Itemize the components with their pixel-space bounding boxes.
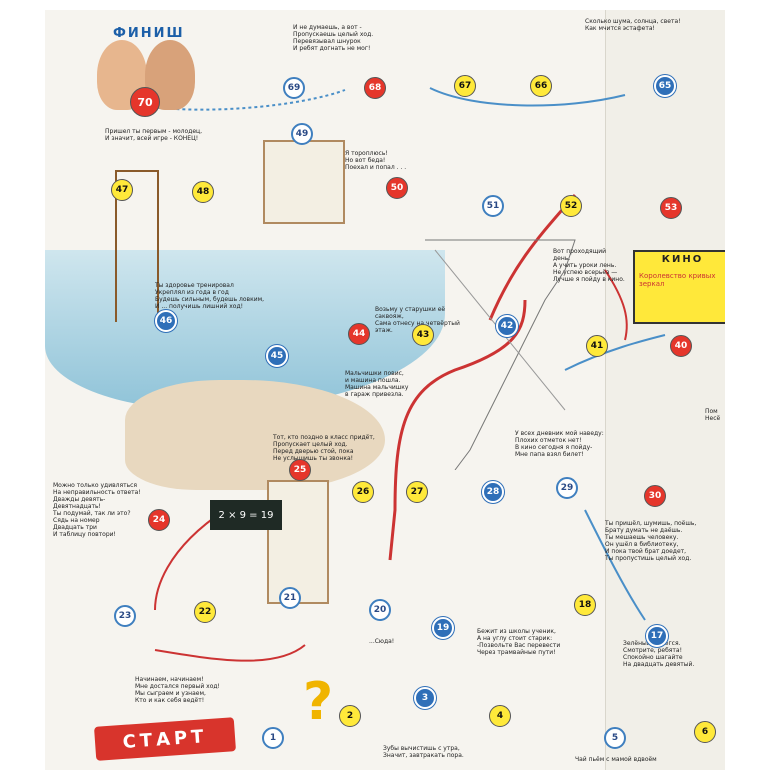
space-69[interactable]: 69 <box>283 77 305 99</box>
space-20[interactable]: 20 <box>369 599 391 621</box>
space-24[interactable]: 24 <box>148 509 170 531</box>
verse-70: Пришел ты первым - молодец, И значит, вс… <box>105 128 203 142</box>
verse-25: Тот, кто поздно в класс придёт, Пропуска… <box>273 434 375 462</box>
space-49[interactable]: 49 <box>291 123 313 145</box>
verse-43: Возьму у старушки её саквояж, Сама отнес… <box>375 306 460 334</box>
verse-30: Ты пришёл, шумишь, поёшь, Брату думать н… <box>605 520 697 562</box>
space-44[interactable]: 44 <box>348 323 370 345</box>
verse-44: Мальчишки повис, и машина пошла. Машина … <box>345 370 409 398</box>
space-26[interactable]: 26 <box>352 481 374 503</box>
classroom-door-illustration <box>267 480 329 604</box>
space-29[interactable]: 29 <box>556 477 578 499</box>
space-51[interactable]: 51 <box>482 195 504 217</box>
verse-47: Ты здоровье тренировал Укреплял из года … <box>155 282 265 310</box>
space-18[interactable]: 18 <box>574 594 596 616</box>
verse-1: Начинаем, начинаем! Мне достался первый … <box>135 676 220 704</box>
finish-title: ФИНИШ <box>113 26 185 41</box>
space-50[interactable]: 50 <box>386 177 408 199</box>
space-43[interactable]: 43 <box>412 324 434 346</box>
verse-28: У всех дневник мой наведу: Плохих отмето… <box>515 430 604 458</box>
elevator-door-illustration <box>263 140 345 224</box>
space-21[interactable]: 21 <box>279 587 301 609</box>
space-41[interactable]: 41 <box>586 335 608 357</box>
space-42[interactable]: 42 <box>496 315 518 337</box>
blackboard-equation: 2 × 9 = 19 <box>210 500 282 530</box>
space-17[interactable]: 17 <box>646 625 668 647</box>
space-22[interactable]: 22 <box>194 601 216 623</box>
space-66[interactable]: 66 <box>530 75 552 97</box>
cinema-poster-title: Королевство кривых зеркал <box>639 272 716 288</box>
space-28[interactable]: 28 <box>482 481 504 503</box>
verse-17: Зелёный зажёгся. Смотрите, ребята! Споко… <box>623 640 695 668</box>
verse-68: И не думаешь, а вот - Пропускаешь целый … <box>293 24 374 52</box>
space-3[interactable]: 3 <box>414 687 436 709</box>
space-70[interactable]: 70 <box>130 87 160 117</box>
game-board: ФИНИШ 2 × 9 = 19 КИНО Королевство кривых… <box>45 10 725 770</box>
space-19[interactable]: 19 <box>432 617 454 639</box>
space-48[interactable]: 48 <box>192 181 214 203</box>
verse-19: Бежит из школы ученик, А на углу стоит с… <box>477 628 561 656</box>
space-65[interactable]: 65 <box>654 75 676 97</box>
space-27[interactable]: 27 <box>406 481 428 503</box>
space-47[interactable]: 47 <box>111 179 133 201</box>
space-52[interactable]: 52 <box>560 195 582 217</box>
verse-5: Чай пьём с мамой вдвоём <box>575 756 657 763</box>
verse-24: Можно только удивляться На неправильност… <box>53 482 141 538</box>
verse-65: Сколько шума, солнца, света! Как мчится … <box>585 18 681 32</box>
space-46[interactable]: 46 <box>155 310 177 332</box>
space-6[interactable]: 6 <box>694 721 716 743</box>
verse-3: Зубы вычистишь с утра, Значит, завтракат… <box>383 745 464 759</box>
verse-20: ...Сюда! <box>369 638 395 645</box>
road-illustration <box>125 380 385 490</box>
space-25[interactable]: 25 <box>289 459 311 481</box>
verse-40: Пом Несё <box>705 408 721 422</box>
space-45[interactable]: 45 <box>266 345 288 367</box>
cinema-sign: КИНО <box>661 254 704 265</box>
verse-49: Я тороплюсь! Но вот беда! Поехал и попал… <box>345 150 407 171</box>
diving-tower-illustration <box>115 170 159 322</box>
space-68[interactable]: 68 <box>364 77 386 99</box>
space-1[interactable]: 1 <box>262 727 284 749</box>
space-40[interactable]: 40 <box>670 335 692 357</box>
space-2[interactable]: 2 <box>339 705 361 727</box>
space-30[interactable]: 30 <box>644 485 666 507</box>
verse-41: Вот проходящий день. А учить уроки лень.… <box>553 248 625 283</box>
space-67[interactable]: 67 <box>454 75 476 97</box>
space-4[interactable]: 4 <box>489 705 511 727</box>
space-53[interactable]: 53 <box>660 197 682 219</box>
space-5[interactable]: 5 <box>604 727 626 749</box>
space-23[interactable]: 23 <box>114 605 136 627</box>
question-mark: ? <box>303 672 334 732</box>
cinema-poster: КИНО Королевство кривых зеркал <box>633 250 725 324</box>
